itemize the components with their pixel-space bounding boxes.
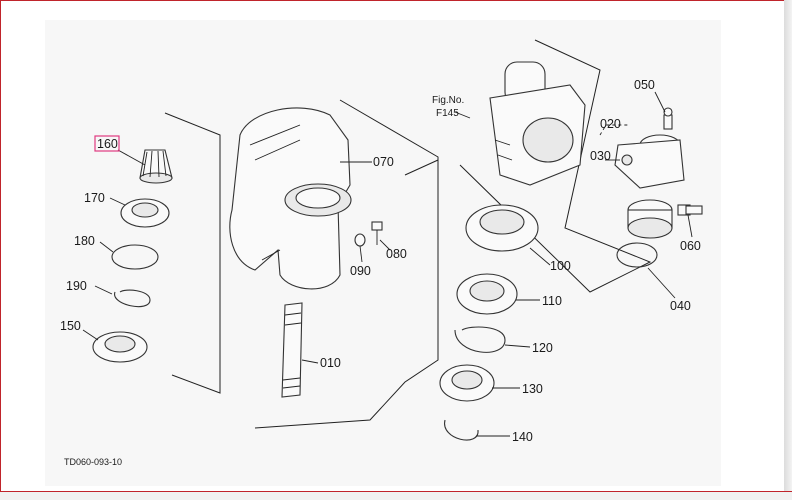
part-190-circlip[interactable] [114, 289, 151, 308]
part-050-grease-nipple[interactable] [663, 107, 673, 130]
part-bushing[interactable] [627, 199, 673, 239]
leader-100 [529, 247, 551, 266]
leader-120 [504, 344, 531, 348]
callout-150[interactable]: 150 [60, 319, 81, 333]
callout-070[interactable]: 070 [373, 155, 394, 169]
callout-080[interactable]: 080 [386, 247, 407, 261]
part-130-bearing[interactable] [439, 364, 495, 402]
callout-020[interactable]: 020 [600, 117, 621, 131]
figure-ref-line1: Fig.No. [432, 95, 464, 106]
bottom-edge [0, 491, 792, 500]
callout-120[interactable]: 120 [532, 341, 553, 355]
figure-ref-line2: F145 [436, 108, 459, 119]
callout-130[interactable]: 130 [522, 382, 543, 396]
callout-180[interactable]: 180 [74, 234, 95, 248]
bracket-right-group [459, 39, 652, 293]
part-080-bolt[interactable] [371, 221, 383, 245]
part-090-washer[interactable] [354, 233, 366, 247]
part-060-bolt[interactable] [677, 204, 703, 216]
callout-040[interactable]: 040 [670, 299, 691, 313]
part-100-oil-seal[interactable] [465, 204, 539, 252]
part-030-arm[interactable] [614, 134, 685, 189]
part-110-bearing[interactable] [456, 273, 518, 315]
callout-030[interactable]: 030 [590, 149, 611, 163]
leader-170 [109, 197, 126, 206]
callout-110[interactable]: 110 [542, 294, 562, 308]
part-040-ring[interactable] [616, 242, 658, 268]
part-120-circlip[interactable] [454, 326, 506, 353]
leader-090 [359, 245, 363, 263]
part-140-circlip[interactable] [444, 419, 479, 441]
leader-060 [687, 214, 693, 238]
window-edge-shadow [784, 0, 792, 499]
part-010-shaft[interactable] [281, 302, 303, 398]
drawing-code: TD060-093-10 [64, 457, 122, 467]
leader-040 [647, 267, 676, 299]
part-070-gear-case[interactable] [229, 107, 352, 290]
callout-190[interactable]: 190 [66, 279, 87, 293]
part-steering-housing-ref [489, 61, 586, 186]
leader-150 [82, 329, 99, 341]
leader-fig-ref [454, 111, 471, 119]
callout-050[interactable]: 050 [634, 78, 655, 92]
callout-170[interactable]: 170 [84, 191, 105, 205]
callout-140[interactable]: 140 [512, 430, 533, 444]
leader-080 [379, 239, 391, 251]
part-180-shim-ring[interactable] [111, 244, 159, 270]
part-170-bearing[interactable] [120, 198, 170, 228]
leader-050 [654, 91, 666, 113]
leader-010 [301, 359, 319, 364]
part-160-bevel-gear[interactable] [139, 149, 173, 184]
highlight-160-box [94, 135, 120, 152]
part-150-oil-seal[interactable] [92, 331, 148, 363]
diagram-panel [45, 20, 721, 486]
callout-100[interactable]: 100 [550, 259, 571, 273]
callout-060[interactable]: 060 [680, 239, 701, 253]
callout-010[interactable]: 010 [320, 356, 341, 370]
leader-180 [99, 241, 114, 253]
bracket-shaft-group [254, 157, 439, 429]
callout-090[interactable]: 090 [350, 264, 371, 278]
callout-160[interactable]: 160 [97, 137, 118, 151]
bracket-left-group [164, 112, 221, 394]
leader-160 [117, 149, 146, 166]
leader-190 [94, 285, 113, 295]
